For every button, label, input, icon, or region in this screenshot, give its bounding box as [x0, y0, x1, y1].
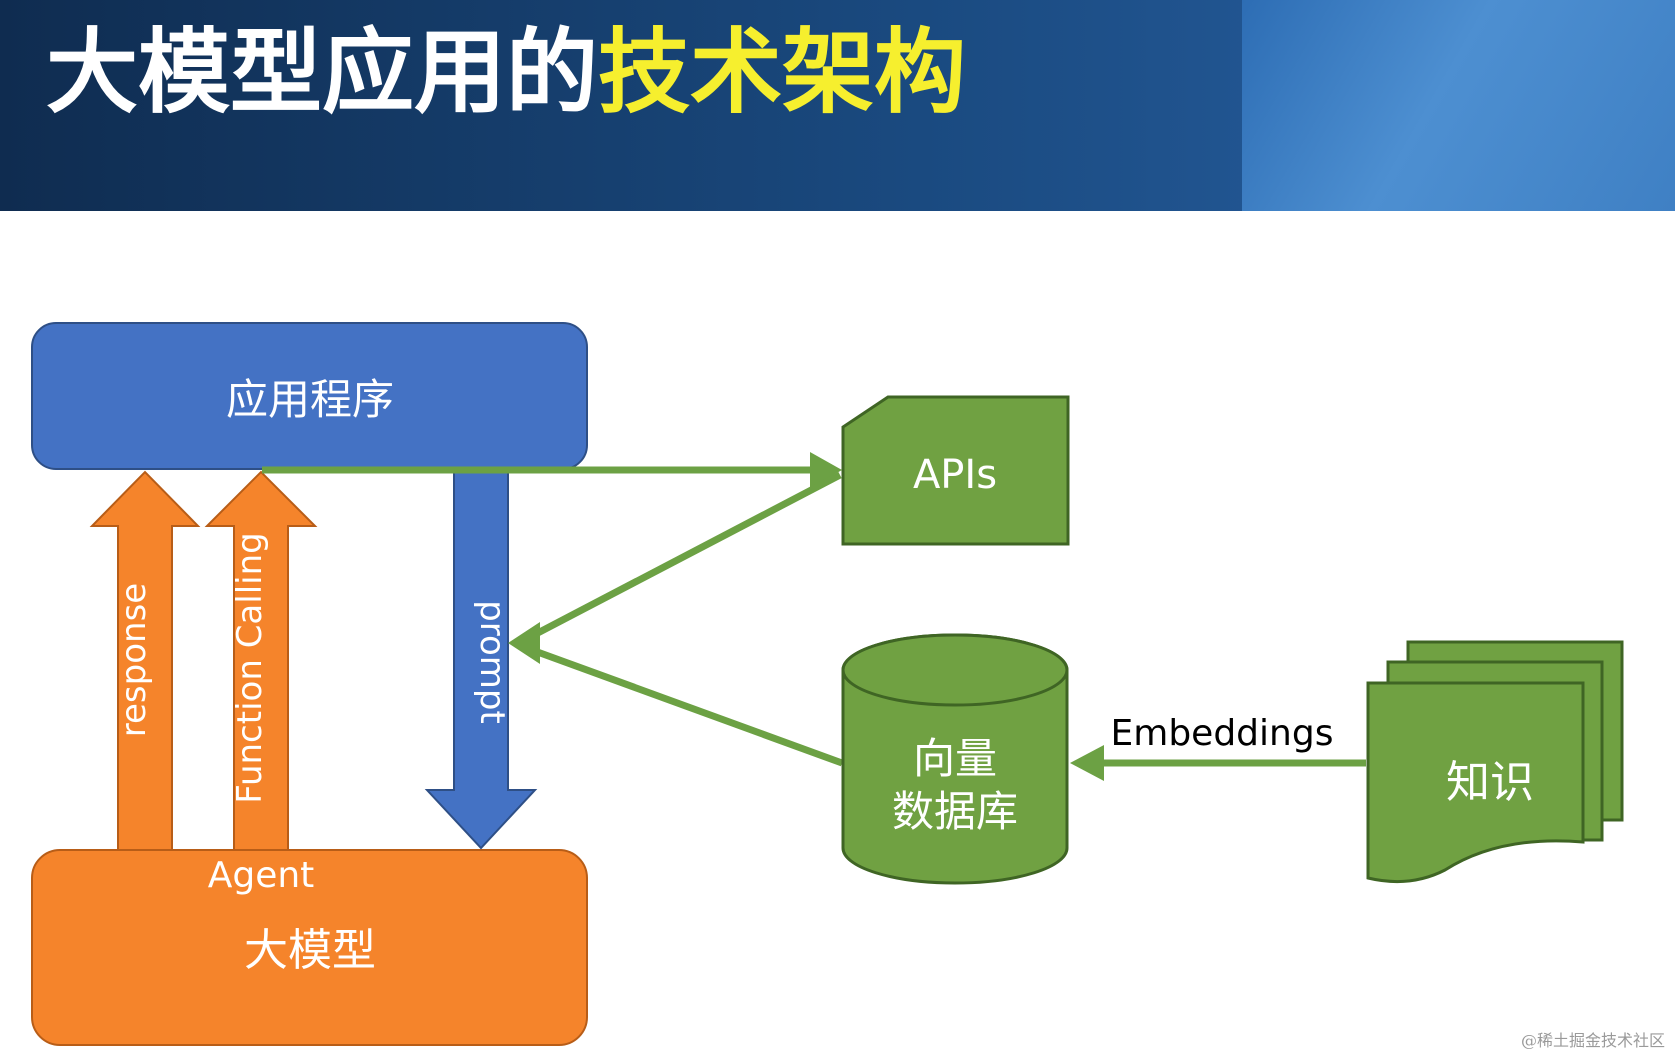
title-white-part: 大模型应用的 — [46, 19, 599, 126]
llm-box — [31, 849, 588, 1046]
embeddings-arrowhead — [1070, 745, 1104, 781]
function-calling-arrow — [204, 470, 318, 851]
db-to-prompt-line — [530, 646, 844, 767]
function-calling-label: Function Calling — [230, 532, 270, 803]
vector-db-label-line1: 向量 — [913, 734, 997, 783]
apis-box — [841, 395, 1070, 546]
response-label: response — [114, 583, 154, 737]
app-to-apis-arrowhead — [810, 452, 842, 488]
embeddings-label: Embeddings — [1111, 713, 1334, 754]
slide-title: 大模型应用的技术架构 — [46, 18, 966, 128]
banner-highlight — [1242, 0, 1675, 211]
apis-to-prompt-line — [530, 471, 842, 640]
agent-label: Agent — [208, 855, 315, 896]
app-box-label: 应用程序 — [226, 375, 394, 424]
vector-db-label-line2: 数据库 — [892, 787, 1018, 836]
apis-label: APIs — [913, 452, 997, 498]
response-arrow — [89, 470, 201, 851]
llm-box-label: 大模型 — [244, 925, 376, 976]
prompt-merge-arrowhead — [508, 622, 540, 664]
title-yellow-part: 技术架构 — [598, 19, 967, 126]
vector-db-top — [841, 633, 1069, 707]
prompt-label: prompt — [472, 600, 512, 724]
prompt-arrow — [424, 468, 538, 850]
title-banner: 大模型应用的技术架构 — [0, 0, 1675, 211]
knowledge-label: 知识 — [1446, 757, 1534, 808]
knowledge-doc-front — [1366, 681, 1585, 884]
watermark: @稀土掘金技术社区 — [1520, 1031, 1665, 1050]
